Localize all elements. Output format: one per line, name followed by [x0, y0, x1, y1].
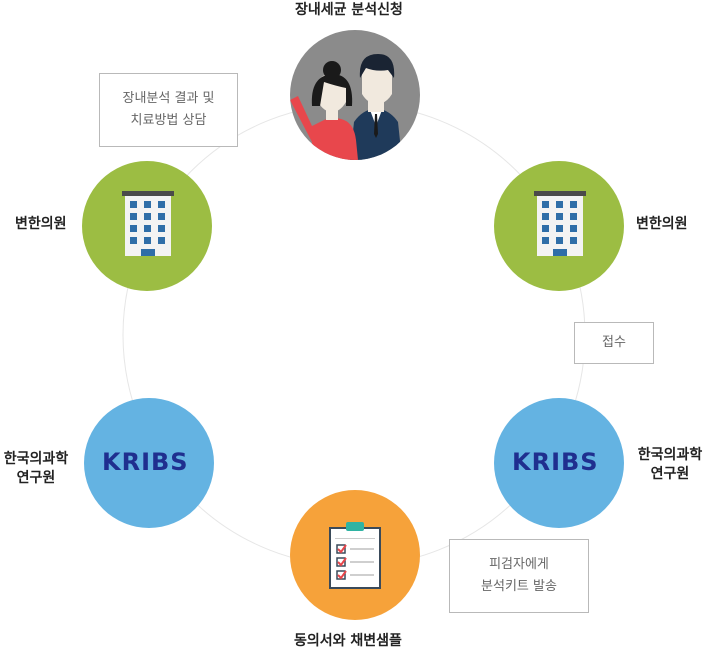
note-kit-shipping: 피검자에게 분석키트 발송	[449, 539, 589, 613]
note-consult-line1: 장내분석 결과 및	[122, 91, 215, 106]
kribs-logo: KRIBS	[102, 448, 189, 476]
label-request-analysis: 장내세균 분석신청	[295, 2, 403, 18]
note-kit-line2: 분석키트 발송	[481, 579, 557, 594]
label-kribs-right-line1: 한국의과학	[637, 447, 703, 463]
building-icon	[122, 191, 174, 256]
node-clinic-left	[82, 161, 212, 291]
node-consent-sample	[290, 490, 420, 620]
label-clinic-right: 변한의원	[636, 216, 688, 232]
label-consent-sample: 동의서와 채변샘플	[294, 633, 402, 649]
clipboard-icon	[329, 522, 381, 589]
node-request-analysis	[290, 30, 420, 160]
building-icon	[534, 191, 586, 256]
note-consult: 장내분석 결과 및 치료방법 상담	[99, 73, 238, 147]
label-clinic-left: 변한의원	[15, 216, 67, 232]
people-icon	[290, 54, 402, 160]
label-kribs-left-line1: 한국의과학	[3, 451, 69, 467]
label-kribs-right: 한국의과학 연구원	[635, 446, 705, 484]
note-consult-line2: 치료방법 상담	[130, 113, 207, 128]
note-receive-text: 접수	[602, 335, 626, 350]
label-kribs-left: 한국의과학 연구원	[2, 450, 70, 488]
label-kribs-left-line2: 연구원	[16, 470, 56, 486]
note-receive: 접수	[574, 322, 654, 364]
label-kribs-right-line2: 연구원	[650, 466, 690, 482]
node-kribs-right: KRIBS	[494, 398, 624, 528]
node-kribs-left: KRIBS	[84, 398, 214, 528]
note-kit-line1: 피검자에게	[489, 557, 549, 572]
node-clinic-right	[494, 161, 624, 291]
kribs-logo: KRIBS	[512, 448, 599, 476]
